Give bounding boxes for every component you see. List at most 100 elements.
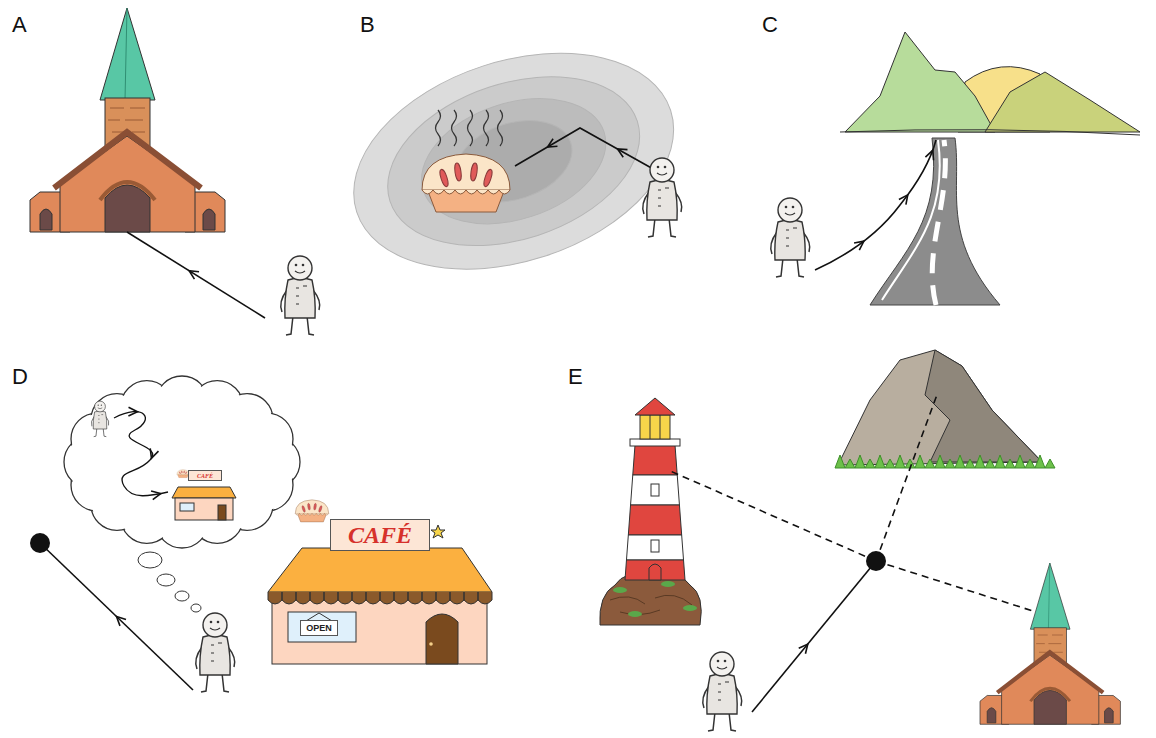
road-edge [882,140,940,300]
stick-figure [771,198,810,277]
door-arch [1030,688,1070,701]
figure-coat [93,411,107,429]
figure-buttons [98,415,103,423]
door-arch [100,182,155,200]
spire-ridge [125,8,127,100]
arrowhead [151,491,161,500]
figure-legs [776,258,804,277]
mini-awning [172,487,236,498]
pie [295,500,328,522]
figure-head [778,198,802,222]
mini-window [180,503,194,511]
pie-scallops [422,190,510,194]
figure-buttons [786,228,797,246]
stick-figure [703,652,742,731]
pie-slit [313,503,316,510]
church [30,8,225,232]
figure-eye [792,206,795,209]
thought-cloud [64,376,300,612]
location-dot [866,551,886,571]
church-window [1105,708,1114,723]
path-line [515,128,655,170]
church-door [1034,690,1066,724]
cloud-fill [87,400,277,524]
lighthouse-roof [635,398,675,415]
ground-line [840,130,1140,135]
stick-figure [196,613,235,692]
figure-legs [286,316,314,335]
figure-eye [724,660,727,663]
figure-eye [217,621,220,624]
arrowhead [899,195,908,205]
church [980,563,1120,724]
figure-buttons [211,643,222,661]
bearing-line [668,470,876,561]
panel-letter: B [360,12,375,38]
steam [436,110,441,146]
lantern-frame [650,415,660,439]
figure-smile [295,271,305,273]
pie-crust [295,500,328,514]
pie-slit [482,169,493,188]
panel-letter: D [12,364,28,390]
lighthouse-window [651,540,659,552]
bearing-line [876,561,1036,612]
mountain [838,350,1042,465]
figure-head [650,158,674,182]
lighthouse-band [631,475,680,505]
figure-smile [210,628,220,630]
rocks [600,573,701,625]
figure-coat [647,180,677,220]
pie-slit [181,471,182,474]
arrowhead [128,407,137,416]
rock-lines [610,595,692,614]
cafe-door [426,614,458,664]
steam [484,110,489,146]
cafe-window [288,612,356,642]
spire-ridge [1048,563,1049,629]
church-roof [54,132,201,188]
arrowhead [189,271,199,279]
figure-buttons [718,682,729,700]
thought-bubble [191,604,201,612]
pie-slit [301,505,305,512]
open-sign: OPEN [300,620,338,636]
figure-coat [200,635,230,675]
arrowhead [925,150,933,160]
cafe-sign: CAFÉ [330,519,430,551]
thought-bubble [157,574,175,586]
figure-buttons [296,286,307,304]
steam [468,110,473,146]
lighthouse-lantern [640,415,670,439]
figure-eye [664,166,667,169]
pie-slit [185,472,187,475]
church-window [203,209,215,230]
moss [683,605,697,611]
church-spire [100,8,155,100]
figure-head [95,401,106,412]
gradient-field [326,15,702,307]
arrowhead [854,241,864,250]
figure-buttons [658,188,669,206]
pie-slit [179,472,181,475]
bearing-line [876,392,938,561]
arrowhead [548,139,558,147]
pie [422,110,510,212]
figure-head [203,613,227,637]
sign-star [431,525,445,538]
figure-coat [285,278,315,318]
pie-scallops [295,514,328,516]
pie-slit [184,471,185,474]
mountain-shade [925,350,1042,462]
figure-smile [98,407,103,409]
stick-figure [281,256,320,335]
figure-head [710,652,734,676]
road [870,138,1000,305]
sign-text: CAFÉ [348,523,412,547]
lighthouse-band [625,560,685,580]
panel-letter: C [762,12,778,38]
figure-eye [785,206,788,209]
figure-eye [210,621,213,624]
